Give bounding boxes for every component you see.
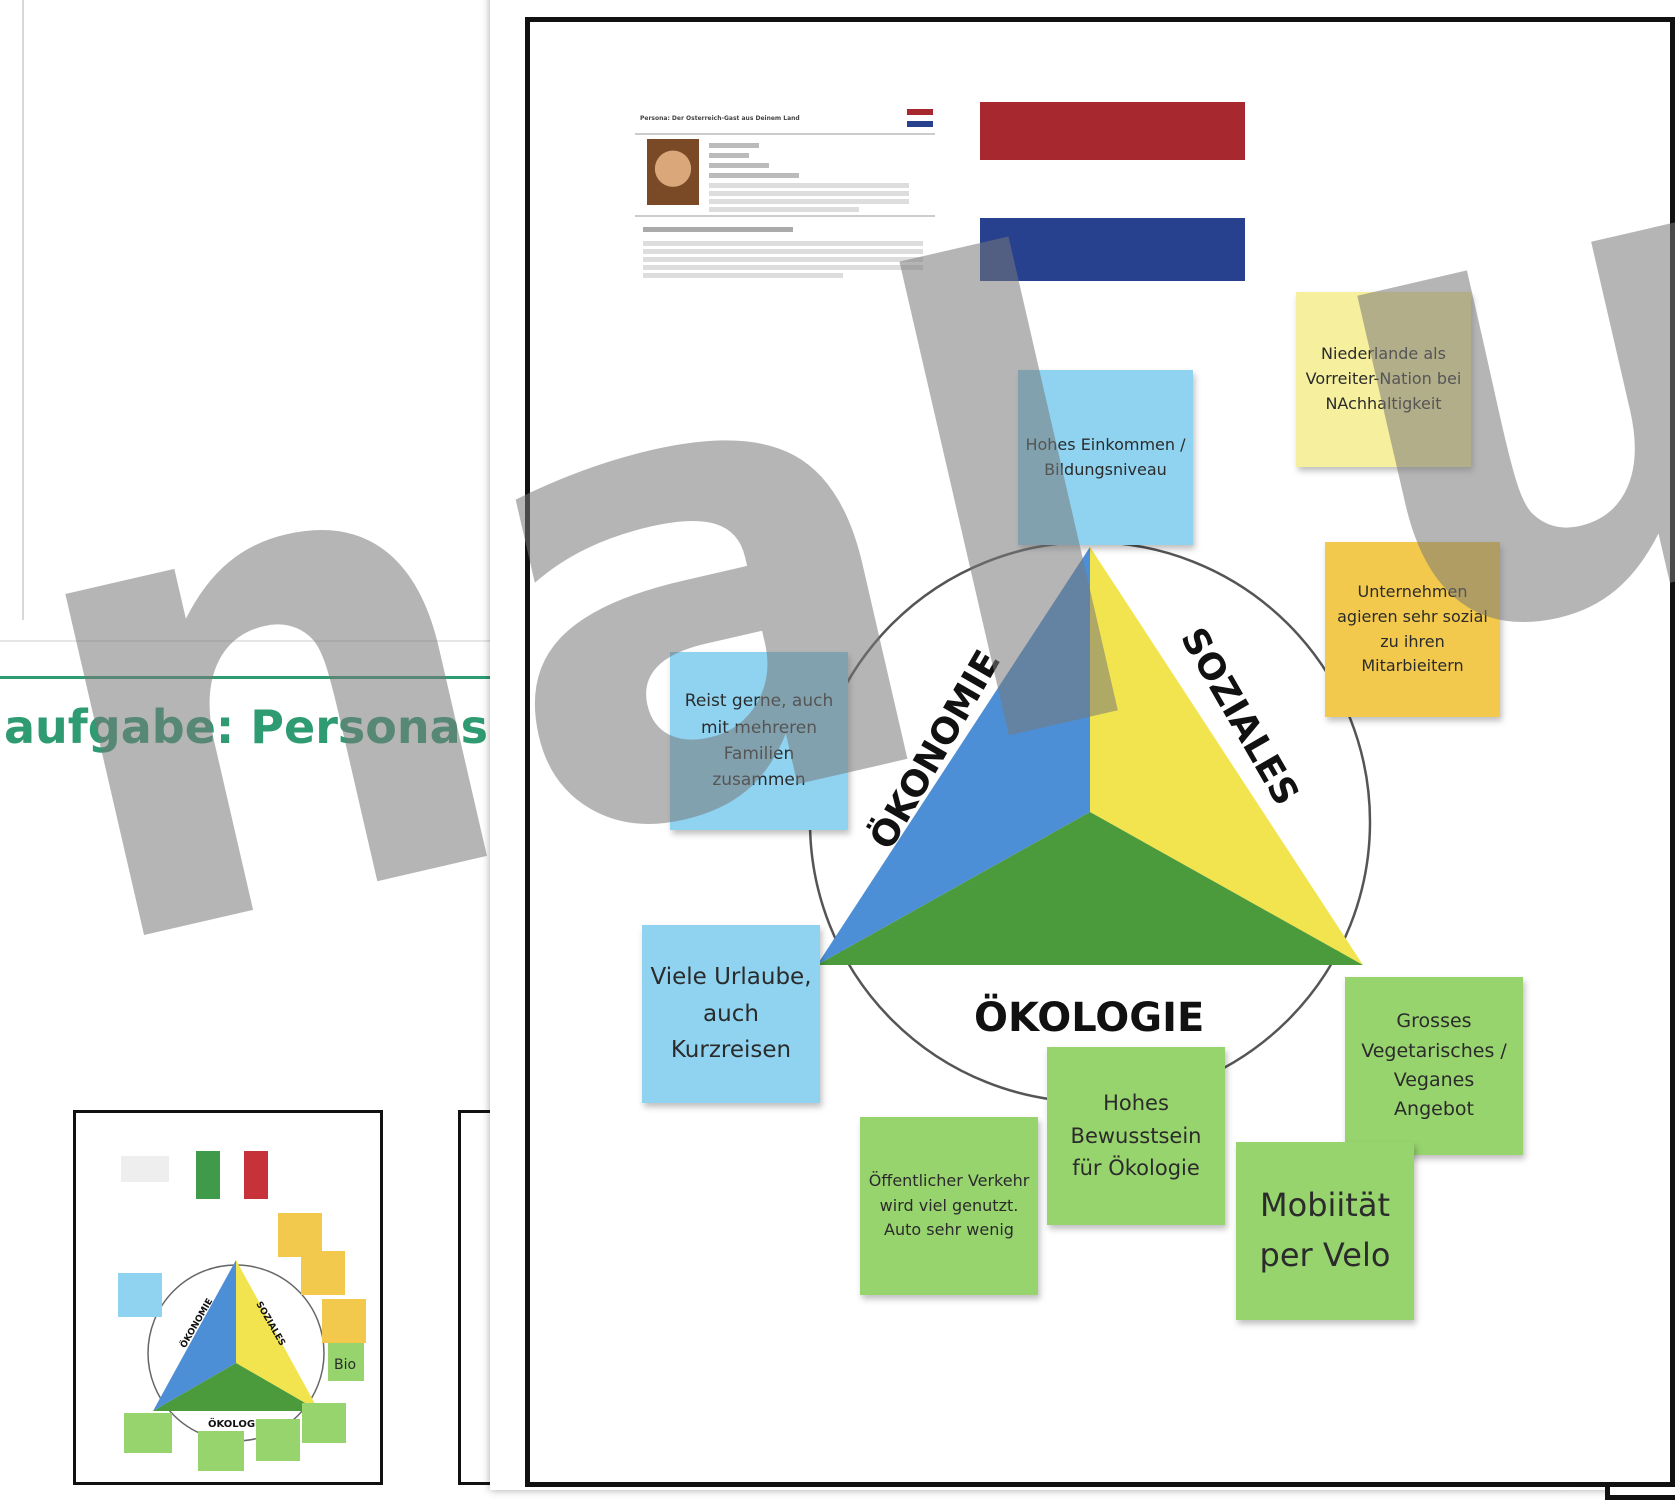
flag-stripe-white bbox=[220, 1151, 244, 1199]
thumbnail-note-bio bbox=[328, 1343, 364, 1381]
sustainability-triangle-diagram: ÖKONOMIE SOZIALES ÖKOLOGIE bbox=[808, 540, 1372, 1104]
thumbnail-note-bio-text: Bio bbox=[334, 1357, 356, 1373]
persona-poster-frame[interactable]: Persona: Der Österreich-Gast aus Deinem … bbox=[525, 17, 1675, 1487]
thumbnail-note-green-4 bbox=[302, 1403, 346, 1443]
left-board-panel bbox=[0, 0, 24, 620]
section-divider bbox=[0, 676, 490, 679]
thumbnail-persona-card bbox=[121, 1156, 169, 1182]
thumbnail-label-ecology: ÖKOLOGIE bbox=[208, 1416, 266, 1430]
note-transport[interactable]: Öffentlicher Verkehr wird viel genutzt. … bbox=[860, 1117, 1038, 1295]
note-holidays[interactable]: Viele Urlaube, auch Kurzreisen bbox=[642, 925, 820, 1103]
persona-card: Persona: Der Österreich-Gast aus Deinem … bbox=[635, 107, 935, 287]
flag-stripe-red bbox=[980, 102, 1245, 160]
thumbnail-note-green-3 bbox=[256, 1419, 300, 1461]
thumbnail-sustainability-triangle: ÖKOLOGIE ÖKONOMIE SOZIALES Bio bbox=[118, 1213, 366, 1471]
thumbnail-note-orange-2 bbox=[301, 1251, 345, 1295]
note-awareness[interactable]: Hohes Bewusstsein für Ökologie bbox=[1047, 1047, 1225, 1225]
thumbnail-note-green-2 bbox=[198, 1431, 244, 1471]
note-travel[interactable]: Reist gerne, auch mit mehreren Familien … bbox=[670, 652, 848, 830]
persona-header-flag bbox=[907, 109, 933, 127]
note-income[interactable]: Hohes Einkommen / Bildungsniveau bbox=[1018, 370, 1193, 545]
note-bike[interactable]: Mobiität per Velo bbox=[1236, 1142, 1414, 1320]
persona-divider bbox=[635, 215, 935, 217]
thumbnail-note-orange-1 bbox=[278, 1213, 322, 1257]
flag-stripe-blue bbox=[980, 218, 1245, 281]
flag-stripe-red bbox=[244, 1151, 268, 1199]
flag-stripe-green bbox=[196, 1151, 220, 1199]
thumbnail-note-blue bbox=[118, 1273, 162, 1317]
section-top-border bbox=[0, 640, 490, 642]
economy-segment bbox=[817, 547, 1090, 965]
persona-header: Persona: Der Österreich-Gast aus Deinem … bbox=[640, 115, 800, 122]
note-netherlands[interactable]: Niederlande als Vorreiter-Nation bei NAc… bbox=[1296, 292, 1471, 467]
note-companies[interactable]: Unternehmen agieren sehr sozial zu ihren… bbox=[1325, 542, 1500, 717]
persona-avatar bbox=[647, 139, 699, 205]
ecology-segment bbox=[817, 812, 1363, 965]
section-title: aufgabe: Personas bbox=[4, 700, 489, 754]
thumbnail-frame-italy[interactable]: ÖKOLOGIE ÖKONOMIE SOZIALES Bio bbox=[73, 1110, 383, 1485]
thumbnail-note-orange-3 bbox=[322, 1299, 366, 1343]
social-segment bbox=[1090, 547, 1363, 965]
thumbnail-flag bbox=[196, 1151, 268, 1199]
thumbnail-note-green-1 bbox=[124, 1413, 172, 1453]
persona-header-underline bbox=[635, 133, 935, 135]
label-ecology: ÖKOLOGIE bbox=[974, 993, 1204, 1041]
note-veg[interactable]: Grosses Vegetarisches / Veganes Angebot bbox=[1345, 977, 1523, 1155]
